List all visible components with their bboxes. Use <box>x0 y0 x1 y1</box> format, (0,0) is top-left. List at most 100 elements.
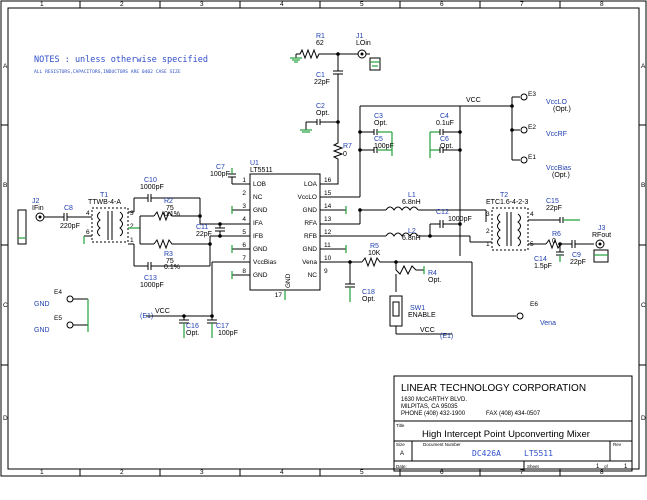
u1-pin-name: VccBias <box>253 259 277 266</box>
c16-val: Opt. <box>186 330 199 337</box>
col-label: 7 <box>520 1 524 8</box>
t2-pin: 4 <box>530 211 534 218</box>
drawing-title: High Intercept Point Upconverting Mixer <box>422 429 590 440</box>
u1-pin-name: LOB <box>253 181 266 188</box>
vcc-bottom-ref: (E1) <box>440 333 453 340</box>
e3-sub: (Opt.) <box>553 106 571 113</box>
sw1-ref: SW1 <box>410 305 425 312</box>
e3-ref: E3 <box>528 91 536 98</box>
docnum-label: Document Number <box>423 442 461 447</box>
u1-pin-number: 15 <box>324 190 332 197</box>
row-label: A <box>3 63 8 70</box>
t1-pin: 3 <box>130 210 134 217</box>
r3-tol: 0.1% <box>164 264 180 271</box>
col-label: 6 <box>440 469 444 476</box>
u1-pin-name: NC <box>308 272 318 279</box>
e3-val: VccLO <box>546 99 568 106</box>
c7-val: 100pF <box>210 171 230 178</box>
c2-val: Opt. <box>316 110 329 117</box>
row-label: D <box>641 415 646 422</box>
r1-ref: R1 <box>316 33 325 40</box>
u1-pin-name: IFB <box>253 233 263 240</box>
u1-pin-number: 3 <box>242 203 246 210</box>
c8-val: 220pF <box>60 223 80 230</box>
u1-ref: U1 <box>250 160 259 167</box>
c6-val: Opt. <box>440 143 453 150</box>
col-label: 8 <box>600 469 604 476</box>
t1-pin: 2 <box>130 223 134 230</box>
c17-ref: C17 <box>216 323 229 330</box>
e6-val: Vena <box>540 320 556 327</box>
of-label: of <box>604 464 609 469</box>
row-label: B <box>641 182 645 189</box>
u1-pin-name: VccLO <box>297 194 317 201</box>
c14-ref: C14 <box>534 256 547 263</box>
t1-ref: T1 <box>100 192 108 199</box>
c4-ref: C4 <box>440 113 449 120</box>
r6-val: 0 <box>552 238 556 245</box>
u1-pin-number: 4 <box>242 216 246 223</box>
c10-val: 1000pF <box>140 184 164 191</box>
c1-ref: C1 <box>316 72 325 79</box>
r7-val: 0 <box>343 151 347 158</box>
c11-ref: C11 <box>196 224 208 231</box>
u1-pin-name: Vena <box>302 259 317 266</box>
j2-val: IFin <box>32 205 44 212</box>
j3-val: RFout <box>592 232 611 239</box>
l1-val: 6.8nH <box>402 199 421 206</box>
c9-ref: C9 <box>572 252 581 259</box>
u1-part: LT5511 <box>250 167 273 174</box>
u1-pin-name: RFA <box>304 220 317 227</box>
sheet-value: 1 <box>596 464 600 470</box>
lo-input: R1 62 J1 LOin C1 22pF C2 Opt. R7 0 <box>290 33 381 185</box>
l1-ref: L1 <box>408 192 416 199</box>
c14-val: 1.5pF <box>534 263 552 270</box>
vcc-top-label: VCC <box>466 97 481 104</box>
c16-ref: C16 <box>186 323 199 330</box>
r2-tol: 0.1% <box>164 211 180 218</box>
l2-val: 6.8nH <box>402 235 421 242</box>
r2-ref: R2 <box>164 198 173 205</box>
rf-output: L1 6.8nH L2 6.8nH C12 1000pF T2 ETC1.6-4… <box>320 192 611 270</box>
u1-pin-name: GND <box>303 246 318 253</box>
col-label: 4 <box>280 1 284 8</box>
c13-ref: C13 <box>144 275 157 282</box>
u1-pin-name: NC <box>253 194 263 201</box>
c18-val: Opt. <box>362 296 375 303</box>
col-label: 3 <box>200 1 204 8</box>
col-label: 1 <box>40 469 44 476</box>
notes-title: NOTES : unless otherwise specified <box>34 55 208 65</box>
r2-val: 75 <box>166 205 174 212</box>
r1-val: 62 <box>316 40 324 47</box>
c13-val: 1000pF <box>140 282 164 289</box>
t2-pin: 1 <box>486 241 490 248</box>
c12-ref: C12 <box>436 209 449 216</box>
u1-pin-number: 12 <box>324 229 332 236</box>
of-value: 1 <box>624 464 628 470</box>
u1-pin-number: 14 <box>324 203 332 210</box>
r5-ref: R5 <box>370 243 379 250</box>
date-label: Date: <box>396 464 407 469</box>
t2-pin: 3 <box>486 211 490 218</box>
col-label: 8 <box>600 1 604 8</box>
rev-label: Rev <box>613 442 622 447</box>
row-label: D <box>3 415 8 422</box>
docnum-value: DC426A <box>472 449 501 458</box>
u1-pin-name: IFA <box>253 220 263 227</box>
company-fax: FAX (408) 434-0507 <box>486 411 541 417</box>
c18-ref: C18 <box>362 289 375 296</box>
c9-val: 22pF <box>570 259 586 266</box>
col-label: 1 <box>40 1 44 8</box>
r3-val: 75 <box>166 258 174 265</box>
e2-ref: E2 <box>528 124 536 131</box>
u1-pin-number: 11 <box>324 242 331 249</box>
u1-pin-number: 7 <box>242 255 246 262</box>
u1-pin-number: 5 <box>242 229 246 236</box>
t2-ref: T2 <box>500 192 508 199</box>
u1-pin-number: 10 <box>324 255 332 262</box>
row-label: B <box>3 182 7 189</box>
ic-pins: 1LOB2NC3GND4IFA5IFB6GND7VccBias8GND16LOA… <box>242 177 331 299</box>
col-label: 2 <box>120 1 124 8</box>
u1-pin-name: GND <box>285 273 292 288</box>
